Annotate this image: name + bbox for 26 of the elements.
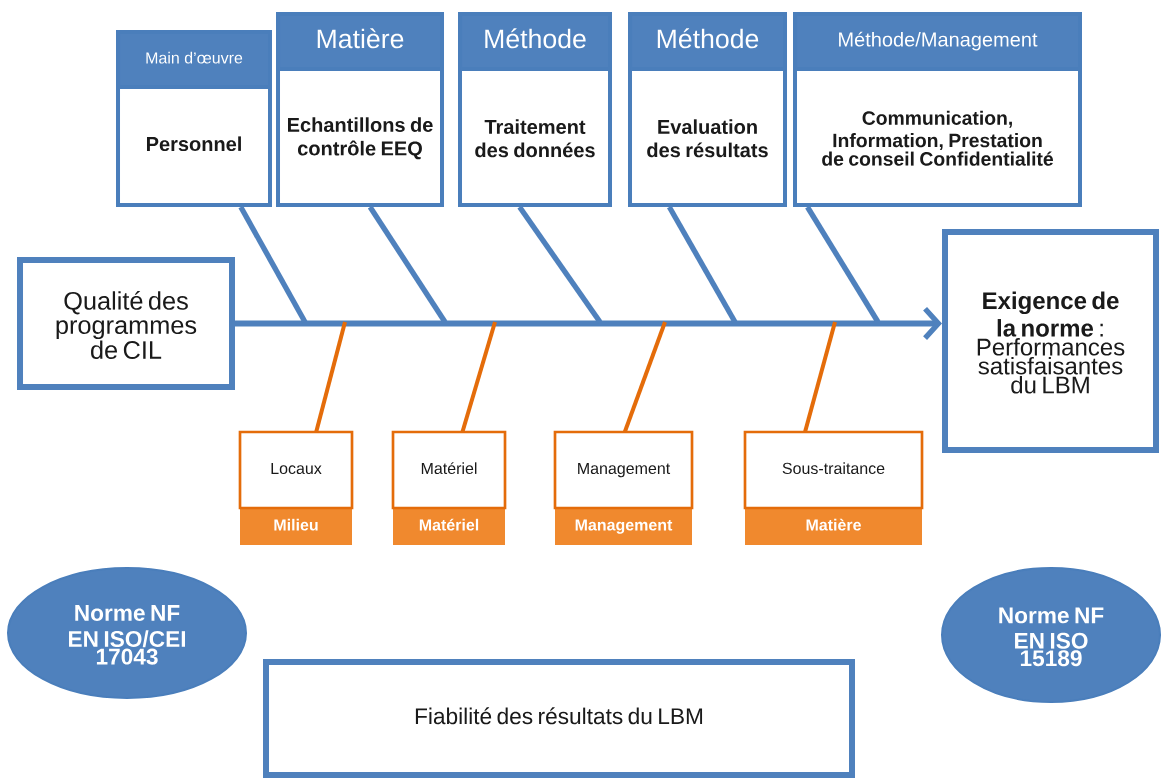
- source-box: Qualité des programmes de CIL: [17, 257, 235, 390]
- spine-arrow: [235, 307, 942, 340]
- cause-box: Méthode Traitement des données: [458, 12, 612, 207]
- cause-box: Méthode Evaluation des résultats: [628, 12, 787, 207]
- cause-box: Matériel Matériel: [391, 430, 507, 545]
- bone-line: [803, 321, 837, 433]
- bone-line: [667, 205, 738, 324]
- bone-line: [460, 321, 497, 433]
- bone-line: [623, 321, 667, 433]
- cause-box: Locaux Milieu: [238, 430, 354, 545]
- cause-box: Sous-traitance Matière: [743, 430, 924, 545]
- result-box: Fiabilité des résultats du LBM: [263, 659, 855, 778]
- bone-line: [367, 205, 448, 324]
- bone-line: [517, 205, 603, 324]
- bone-line: [314, 321, 347, 433]
- cause-box: Management Management: [553, 430, 694, 545]
- bone-line: [805, 205, 881, 324]
- cause-box: Méthode/Management Communication, Information, Prestation de conseil Confidentialité: [793, 12, 1082, 207]
- effect-box: Exigence de la norme : Performances satisfaisantes du LBM: [942, 229, 1159, 453]
- node-label: Management: [575, 519, 673, 534]
- node-label: Matériel: [419, 518, 479, 531]
- cause-box: Main d’œuvre Personnel: [116, 30, 272, 207]
- node-label: Milieu: [274, 518, 318, 531]
- node-label: Matière: [806, 518, 861, 531]
- bone-line: [238, 205, 308, 324]
- cause-box: Matière Echantillons de contrôle EEQ: [276, 12, 444, 207]
